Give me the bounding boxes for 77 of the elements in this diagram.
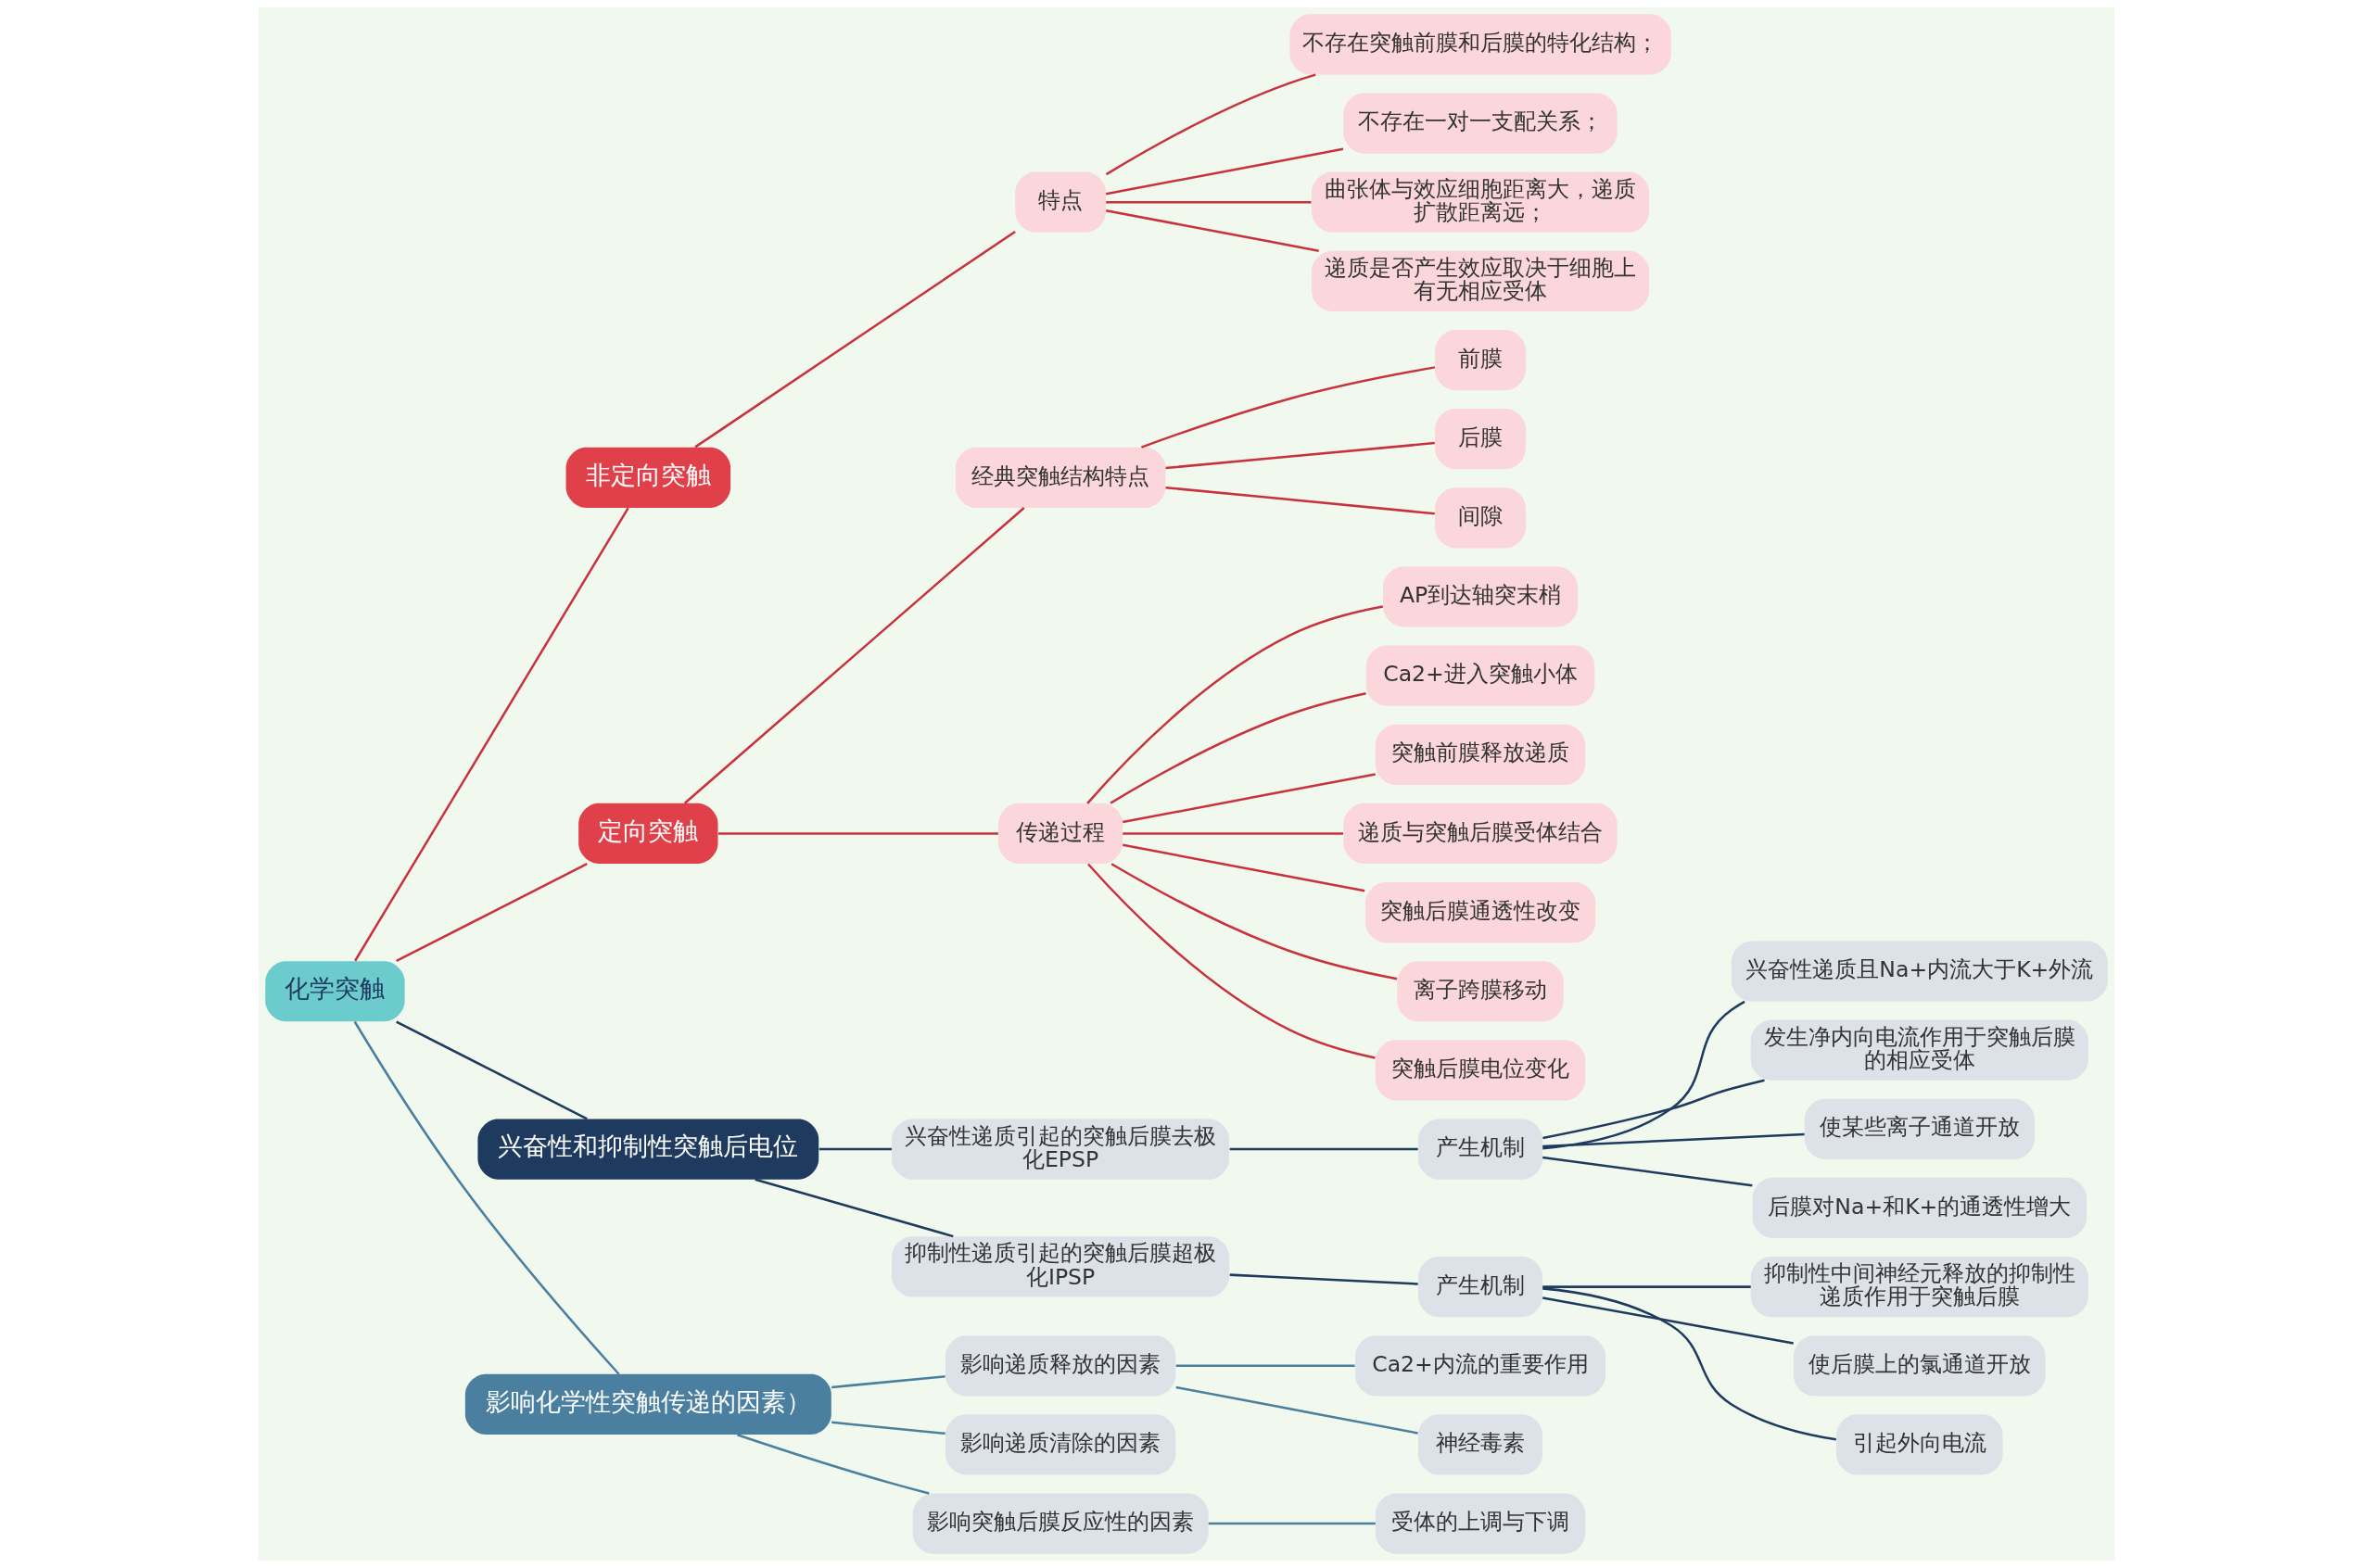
node-box: 间隙 [1435,487,1526,549]
connector [718,832,998,835]
node-box: 递质是否产生效应取决于细胞上有无相应受体 [1312,250,1650,311]
connector [1105,73,1316,176]
node-box: 递质与突触后膜受体结合 [1343,803,1618,865]
connector [831,1421,945,1435]
connector [1229,1147,1418,1151]
node-box: 前膜 [1435,329,1526,391]
connector [1175,1385,1418,1435]
connector [1123,843,1365,892]
connector [1110,691,1366,804]
connector [737,1434,930,1495]
connector [1165,441,1435,470]
node-box: 定向突触 [578,803,718,865]
connector [1087,863,1376,1059]
connector [1105,209,1319,252]
node-box: 化学突触 [265,961,405,1022]
connector [396,1020,588,1120]
connector [396,863,588,963]
connector [1106,200,1312,204]
node-box: 影响突触后膜反应性的因素 [912,1493,1209,1554]
node-box: 曲张体与效应细胞距离大，递质扩散距离远； [1312,171,1650,233]
connector [1542,1132,1805,1148]
node-box: 非定向突触 [565,447,731,508]
connector [755,1178,954,1238]
connector [818,1147,892,1151]
node-box: 经典突触结构特点 [955,447,1166,508]
node-box: 兴奋性递质引起的突触后膜去极化EPSP [892,1119,1230,1180]
connector [1110,863,1398,980]
node-box: 突触后膜通透性改变 [1364,882,1596,943]
node-box: 产生机制 [1418,1257,1543,1318]
node-box: 抑制性递质引起的突触后膜超极化IPSP [892,1236,1230,1297]
connector [1140,366,1436,449]
connector [694,230,1016,449]
node-box: 影响递质释放的因素 [945,1335,1176,1397]
connector [1229,1273,1418,1285]
node-box: 发生净内向电流作用于突触后膜的相应受体 [1750,1019,2088,1081]
node-box: 产生机制 [1418,1119,1543,1180]
node-box: 引起外向电流 [1836,1414,2003,1475]
node-box: 使某些离子通道开放 [1804,1098,2035,1159]
node-box: 使后膜上的氯通道开放 [1793,1335,2046,1397]
node-box: 不存在突触前膜和后膜的特化结构； [1289,14,1671,75]
node-box: 后膜 [1435,409,1526,470]
connector [1542,1156,1753,1187]
connector [1208,1522,1376,1525]
node-box: 神经毒素 [1418,1414,1543,1475]
node-box: 兴奋性和抑制性突触后电位 [477,1119,819,1180]
node-box: 影响化学性突触传递的因素） [464,1373,831,1435]
connector [1542,1287,1836,1441]
connector [1105,147,1344,196]
connector [1175,1364,1355,1368]
node-box: 传递过程 [998,803,1123,865]
node-box: 后膜对Na+和K+的通透性增大 [1752,1177,2087,1239]
connector [1123,773,1376,824]
connector [831,1375,945,1389]
node-box: 抑制性中间神经元释放的抑制性递质作用于突触后膜 [1750,1257,2088,1318]
node-box: AP到达轴突末梢 [1383,566,1579,627]
node-box: 离子跨膜移动 [1397,961,1564,1022]
connector [1123,832,1344,835]
connector [1542,1285,1751,1288]
node-box: 特点 [1015,171,1107,233]
connector [1542,1079,1765,1140]
node-box: 突触前膜释放递质 [1375,724,1586,785]
connector [353,1020,620,1375]
connector [1542,1000,1745,1150]
node-box: 突触后膜电位变化 [1375,1040,1586,1101]
connector [1086,605,1384,804]
node-box: 兴奋性递质且Na+内流大于K+外流 [1731,941,2108,1002]
connector [354,507,629,962]
connector [1165,486,1435,515]
node-box: Ca2+内流的重要作用 [1355,1335,1606,1397]
connector [683,507,1025,804]
node-box: Ca2+进入突触小体 [1365,645,1595,706]
node-box: 影响递质清除的因素 [945,1414,1176,1475]
node-box: 不存在一对一支配关系； [1343,93,1618,154]
node-box: 受体的上调与下调 [1375,1493,1586,1554]
connector [1542,1296,1794,1345]
